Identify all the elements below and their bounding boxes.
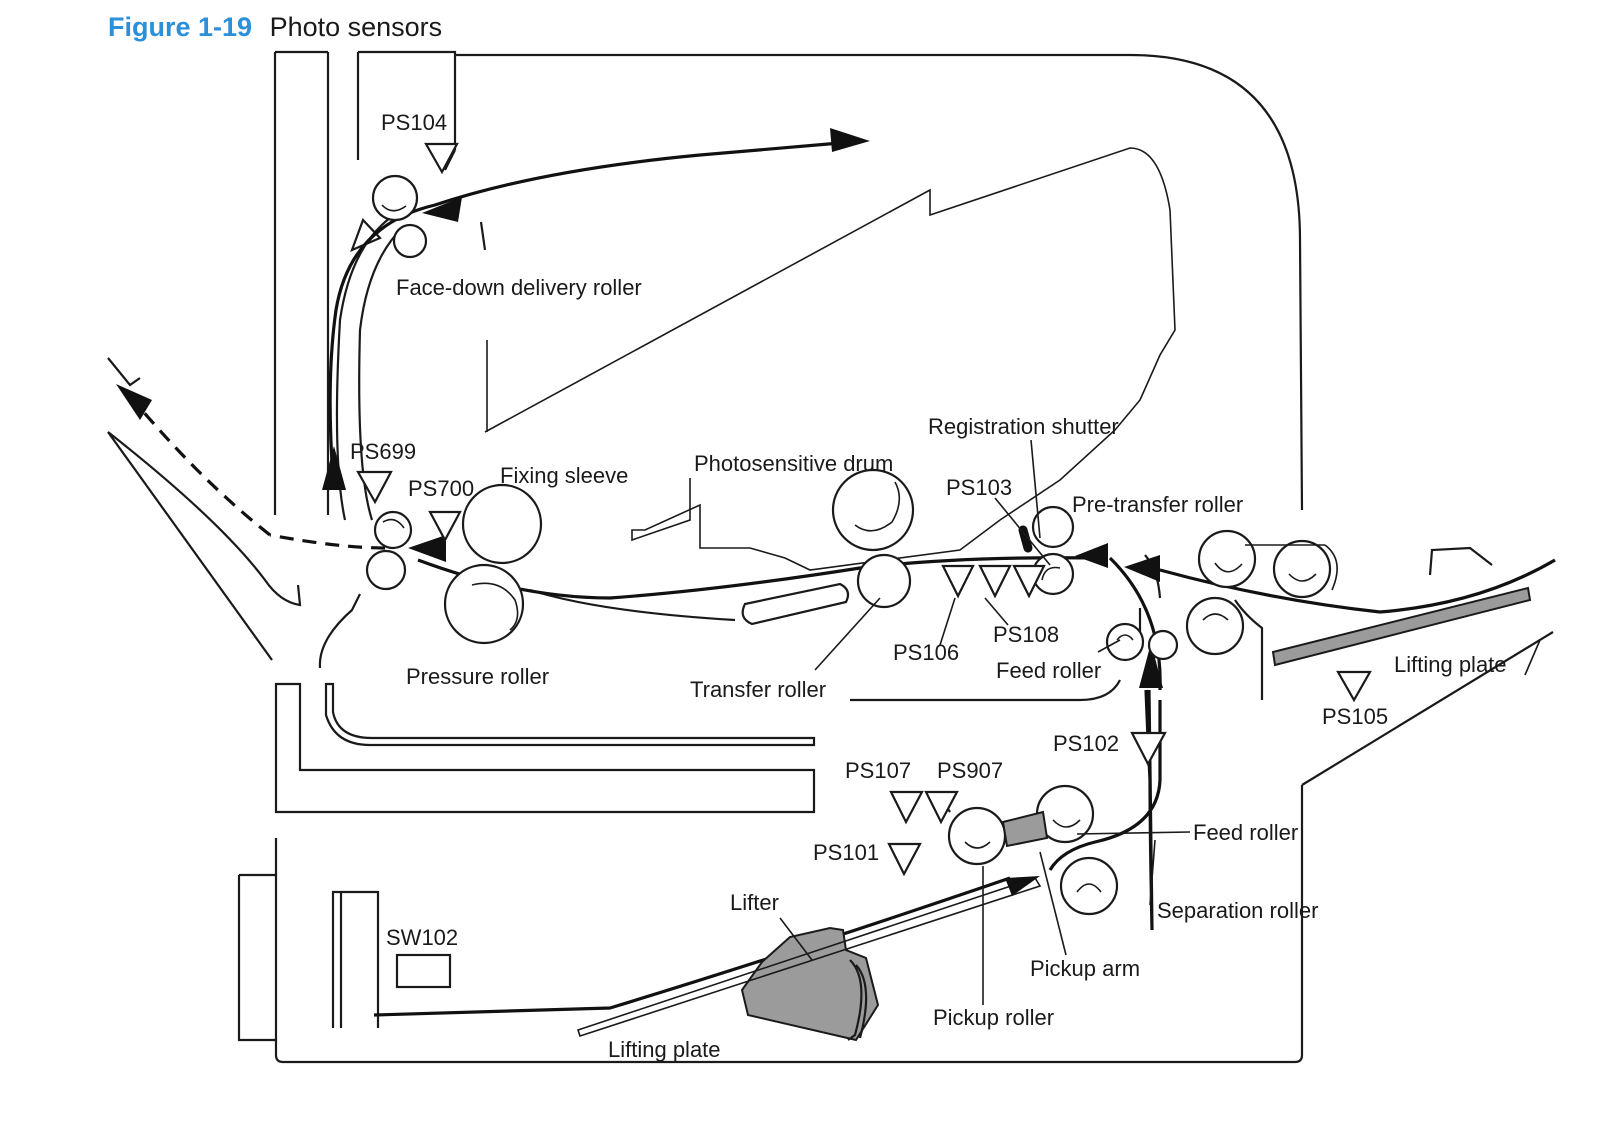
label-ps102: PS102 [1053, 731, 1119, 756]
label-face-down-delivery-roller: Face-down delivery roller [396, 275, 642, 300]
fixing-exit-roller-upper [373, 510, 413, 550]
label-separation-roller: Separation roller [1157, 898, 1318, 923]
label-ps700: PS700 [408, 476, 474, 501]
label-transfer-roller: Transfer roller [690, 677, 826, 702]
ps107-sensor [889, 790, 924, 825]
sw102-switch [395, 953, 452, 989]
rollers [365, 174, 1332, 916]
label-ps105: PS105 [1322, 704, 1388, 729]
ps700-sensor [428, 510, 462, 543]
printer-housing [107, 50, 1554, 1064]
label-ps108: PS108 [993, 622, 1059, 647]
photo-sensors [356, 142, 1372, 877]
label-feed-roller-upper: Feed roller [996, 658, 1101, 683]
registration-feed-roller-left [1105, 622, 1145, 662]
label-lifting-plate-mp: Lifting plate [1394, 652, 1507, 677]
arrow-registration [1075, 543, 1108, 568]
label-pickup-arm: Pickup arm [1030, 956, 1140, 981]
mp-lifting-plate [1271, 586, 1532, 667]
mp-pickup-roller-lower [1185, 596, 1245, 656]
label-ps103: PS103 [946, 475, 1012, 500]
ps907-sensor [924, 790, 959, 825]
ps106-sensor [941, 564, 975, 599]
paper-path [128, 141, 1556, 1017]
lifter [740, 926, 880, 1042]
photosensitive-drum [831, 468, 915, 552]
mp-separation-roller [1272, 539, 1332, 599]
pickup-arm [1001, 810, 1049, 848]
face-down-delivery-roller-lower [392, 223, 428, 259]
transfer-guide-rod [741, 582, 850, 626]
arrow-fixing-exit [408, 535, 446, 562]
ps105-sensor [1336, 670, 1372, 703]
tray-separation-roller [1059, 856, 1119, 916]
labels: PS104 Face-down delivery roller PS699 PS… [350, 110, 1507, 1062]
roller-rotation-marks [381, 204, 1338, 893]
fixing-sleeve [461, 483, 543, 565]
label-fixing-sleeve: Fixing sleeve [500, 463, 628, 488]
label-photosensitive-drum: Photosensitive drum [694, 451, 893, 476]
lower-guides [107, 431, 1264, 702]
registration-feed-roller-right [1147, 629, 1179, 661]
label-pickup-roller: Pickup roller [933, 1005, 1054, 1030]
transfer-roller [856, 553, 912, 609]
figure-caption: Photo sensors [269, 12, 443, 42]
leader-lines [779, 439, 1541, 1005]
label-ps699: PS699 [350, 439, 416, 464]
label-sw102: SW102 [386, 925, 458, 950]
fixing-exit-roller-lower [365, 549, 407, 591]
pre-transfer-roller-upper [1031, 505, 1075, 549]
ps108-sensor-b [1012, 564, 1046, 599]
mp-pickup-roller-upper [1197, 529, 1257, 589]
label-pre-transfer-roller: Pre-transfer roller [1072, 492, 1243, 517]
arrow-fixing-up [322, 446, 346, 490]
ps104-sensor [424, 142, 459, 175]
label-registration-shutter: Registration shutter [928, 414, 1119, 439]
arrow-face-down [422, 197, 462, 222]
label-ps107: PS107 [845, 758, 911, 783]
figure-number: Figure 1-19 [108, 12, 253, 42]
arrow-duplex-exit [116, 384, 152, 420]
arrow-delivery-output [830, 128, 870, 152]
ps699-sensor [356, 470, 393, 505]
label-lifting-plate-tray: Lifting plate [608, 1037, 721, 1062]
label-feed-roller-lower: Feed roller [1193, 820, 1298, 845]
label-lifter: Lifter [730, 890, 779, 915]
ps101-sensor [887, 842, 922, 877]
tray-lifting-plate [576, 877, 1042, 1038]
pickup-roller [947, 806, 1007, 866]
label-ps907: PS907 [937, 758, 1003, 783]
pressure-roller [443, 563, 525, 645]
label-ps104: PS104 [381, 110, 447, 135]
figure-heading: Figure 1-19 Photo sensors [108, 12, 442, 43]
face-down-delivery-roller-upper [371, 174, 419, 222]
ps102-sensor [1130, 731, 1167, 767]
toner-cartridge-outline [484, 147, 1176, 571]
arrow-feed-up [1139, 643, 1163, 688]
label-pressure-roller: Pressure roller [406, 664, 549, 689]
arrow-mp-tray [1124, 555, 1160, 582]
label-ps106: PS106 [893, 640, 959, 665]
ps108-sensor-a [978, 564, 1012, 599]
arrow-tray-pickup [1005, 876, 1040, 896]
paper-path-arrows [116, 128, 1163, 688]
label-ps101: PS101 [813, 840, 879, 865]
